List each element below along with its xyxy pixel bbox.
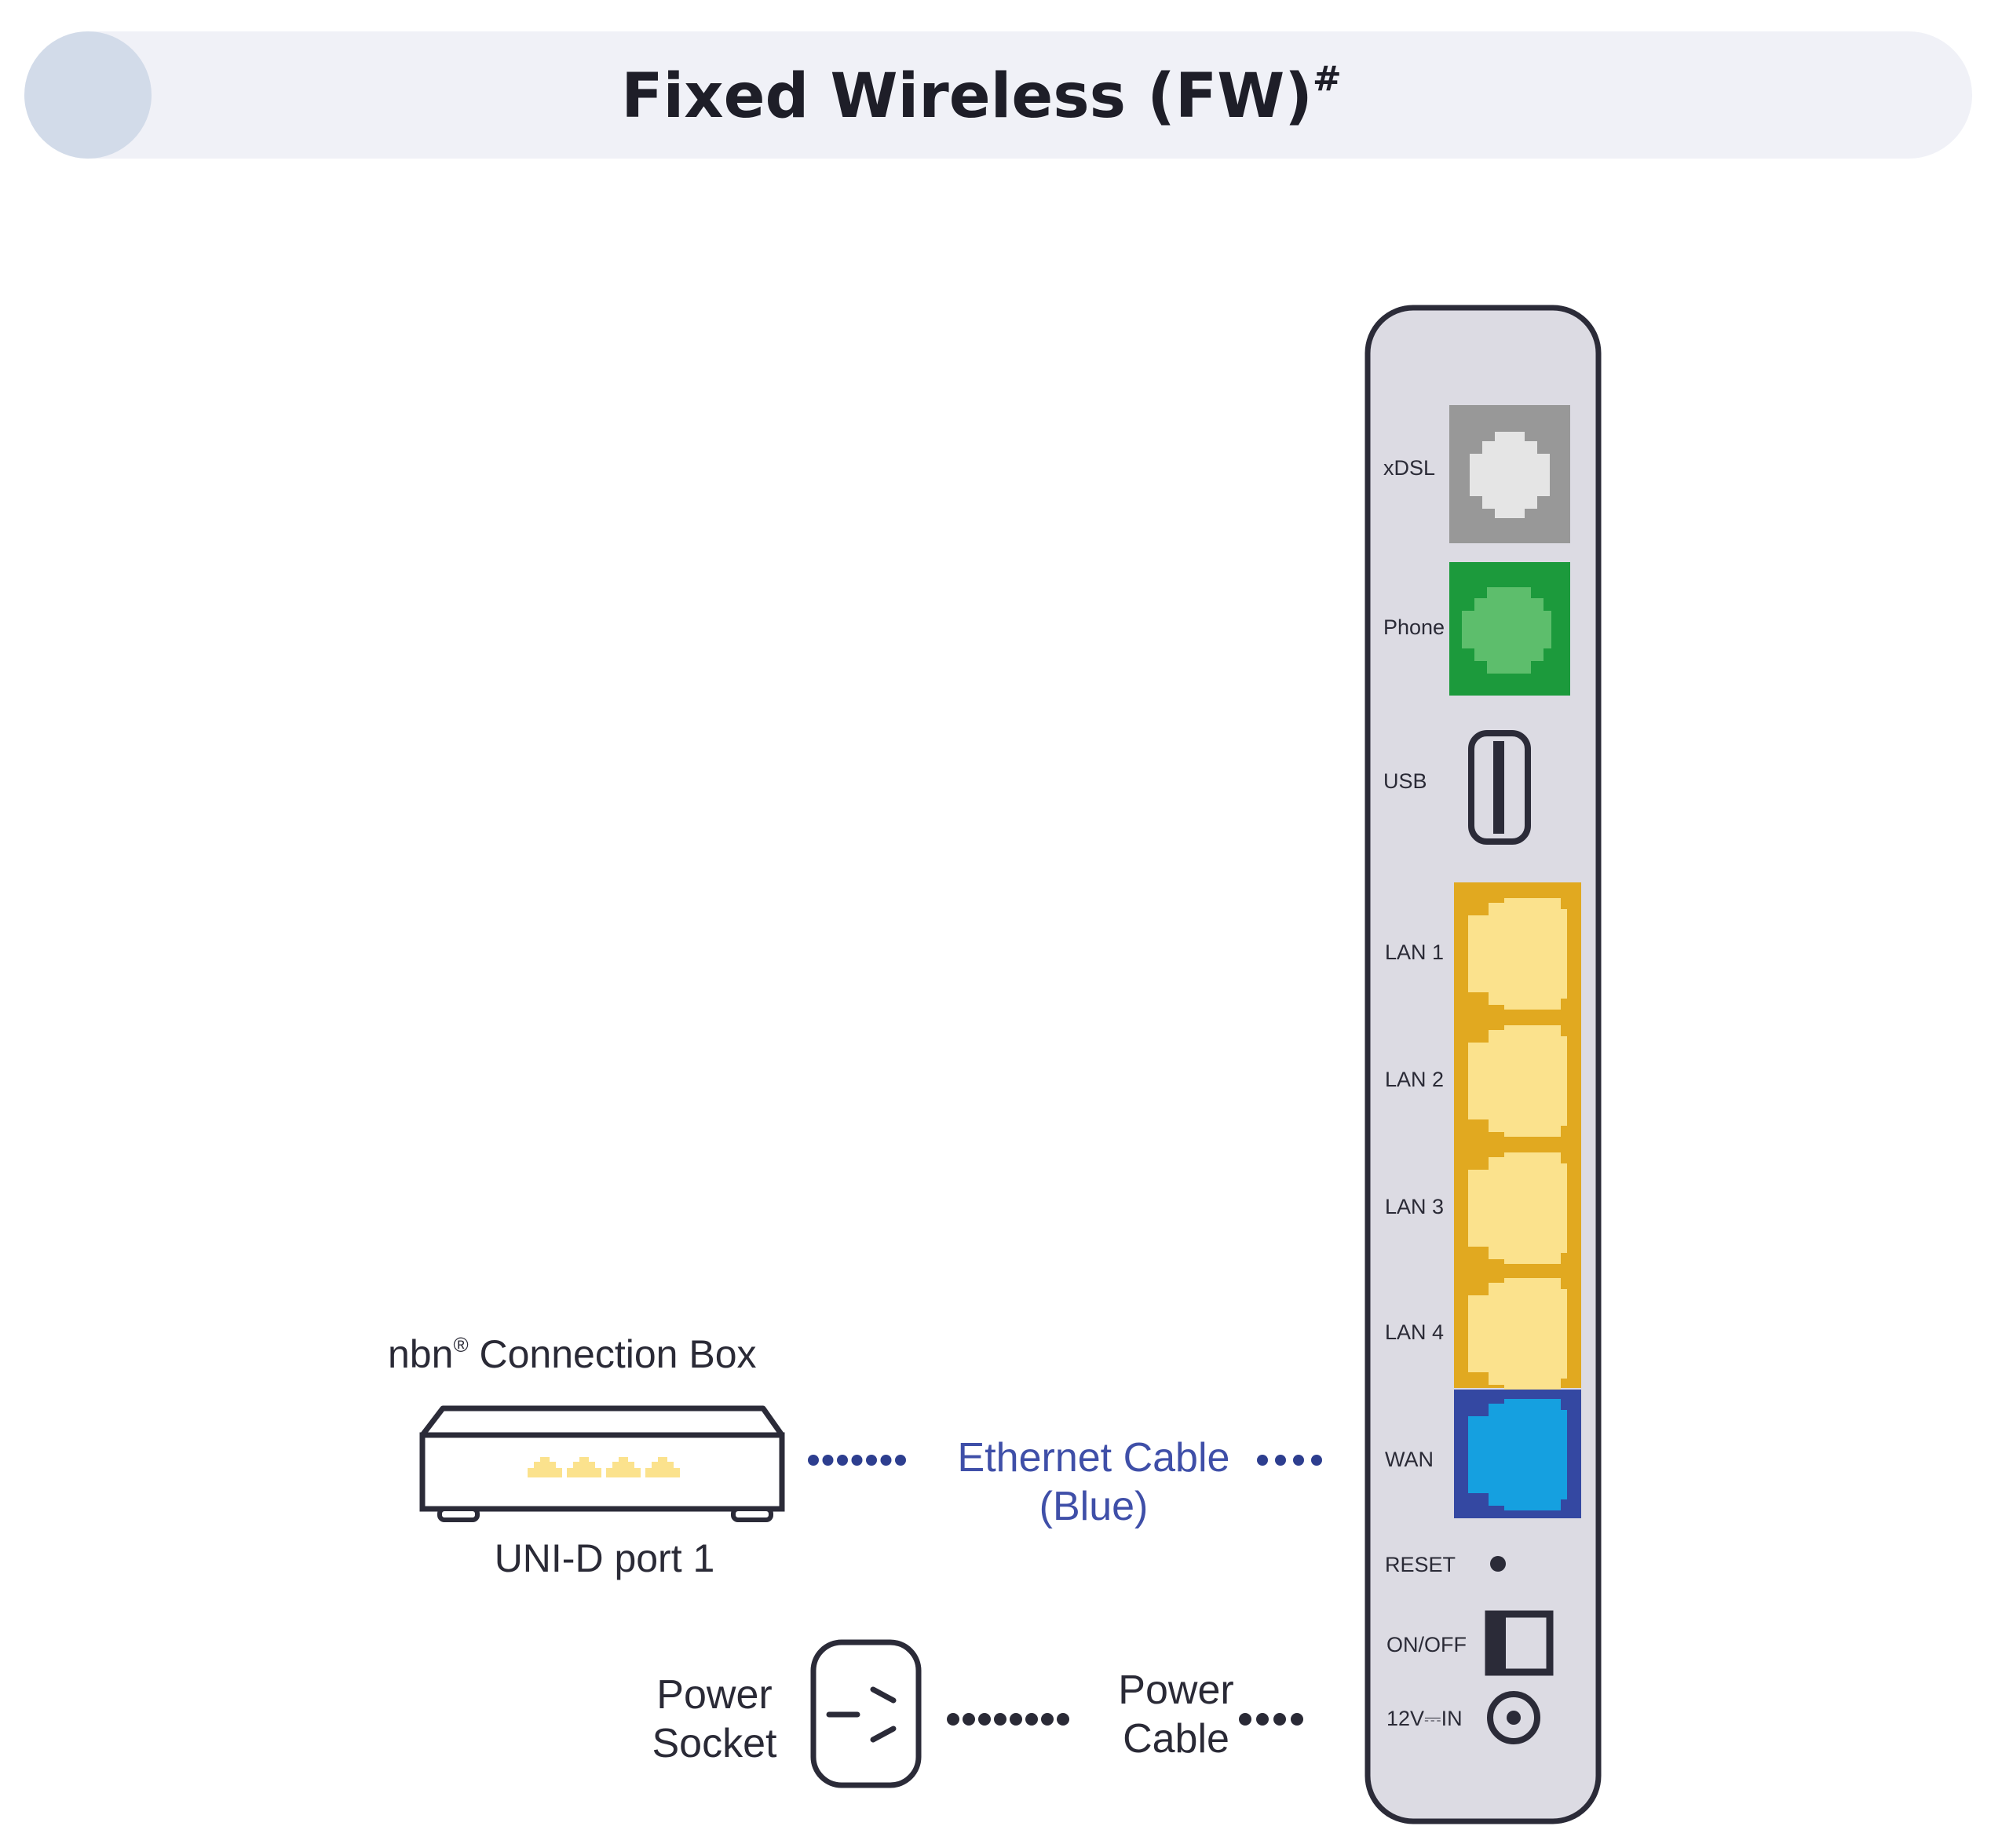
power-in-pin-icon <box>1507 1711 1521 1725</box>
lan2-port-label: LAN 2 <box>1385 1068 1444 1091</box>
page-title-superscript: # <box>1313 59 1342 99</box>
lan4-port-label: LAN 4 <box>1385 1320 1444 1344</box>
router: xDSL Phone USB LAN 1 LAN 2 LAN 3 LAN 4 W… <box>1364 305 1602 1824</box>
power-socket-label-line2: Socket <box>652 1721 778 1766</box>
header-background <box>25 31 1972 159</box>
connection-box-body <box>419 1432 785 1512</box>
ethernet-cable-dot <box>1275 1455 1286 1466</box>
power-cable-label-line1: Power <box>1118 1667 1233 1713</box>
power-in-label: 12V⎓IN <box>1386 1707 1463 1730</box>
ethernet-cable-dot <box>895 1455 906 1466</box>
power-cable: Power Cable <box>947 1667 1303 1762</box>
power-cable-dot <box>978 1713 991 1726</box>
power-cable-dot <box>1041 1713 1054 1726</box>
power-cable-dot <box>947 1713 959 1726</box>
lan3-port-label: LAN 3 <box>1385 1195 1444 1218</box>
phone-socket-icon <box>1462 587 1551 674</box>
power-socket-label-line1: Power <box>656 1672 772 1718</box>
power-cable-dots-left <box>947 1713 1069 1726</box>
power-switch[interactable] <box>1485 1610 1554 1676</box>
connection-box-name: Connection Box <box>469 1332 757 1376</box>
ethernet-cable-dot <box>880 1455 892 1466</box>
ethernet-cable-dot <box>808 1455 819 1466</box>
ethernet-cable: Ethernet Cable (Blue) <box>808 1435 1322 1529</box>
ethernet-cable-dot <box>822 1455 834 1466</box>
wan-port-label: WAN <box>1385 1448 1434 1471</box>
usb-port-label: USB <box>1383 769 1427 793</box>
power-cable-dots-right <box>1239 1713 1303 1726</box>
power-cable-dot <box>963 1713 975 1726</box>
power-cable-label-line2: Cable <box>1123 1716 1229 1762</box>
uni-d-port-label: UNI-D port 1 <box>495 1536 715 1580</box>
ethernet-cable-dot <box>1257 1455 1268 1466</box>
reset-button[interactable] <box>1490 1556 1506 1572</box>
reset-label: RESET <box>1385 1553 1456 1576</box>
header-circle-icon <box>24 31 152 159</box>
phone-port-label: Phone <box>1383 615 1445 639</box>
connection-box-brand: nbn <box>388 1332 453 1376</box>
power-socket: Power Socket <box>652 1639 922 1788</box>
xdsl-socket-icon <box>1470 432 1550 518</box>
ethernet-cable-dots-left <box>808 1455 906 1466</box>
power-cable-dot <box>1010 1713 1022 1726</box>
power-cable-dot <box>1256 1713 1269 1726</box>
power-socket-outlet-icon <box>810 1639 922 1788</box>
power-socket-slot-bottom <box>870 1726 897 1743</box>
power-cable-dot <box>994 1713 1006 1726</box>
usb-connector-icon <box>1493 741 1504 834</box>
ethernet-cable-dot <box>866 1455 877 1466</box>
ethernet-cable-label: Ethernet Cable <box>958 1435 1230 1481</box>
power-in-port[interactable] <box>1487 1691 1540 1744</box>
header-banner: Fixed Wireless (FW)# <box>24 31 1972 159</box>
power-cable-dot <box>1239 1713 1251 1726</box>
connection-box-foot-left <box>437 1507 480 1522</box>
connection-box-title: nbn® Connection Box <box>388 1332 757 1376</box>
power-cable-dot <box>1025 1713 1038 1726</box>
lan1-port-label: LAN 1 <box>1385 940 1444 964</box>
power-cable-dot <box>1273 1713 1286 1726</box>
connection-box: nbn® Connection Box UNI-D port 1 <box>388 1332 785 1580</box>
page-title-text: Fixed Wireless (FW) <box>621 61 1313 132</box>
ethernet-cable-dot <box>837 1455 848 1466</box>
connection-box-top <box>420 1405 784 1437</box>
ethernet-cable-dot <box>1293 1455 1304 1466</box>
xdsl-port-label: xDSL <box>1383 456 1435 480</box>
power-cable-dot <box>1057 1713 1069 1726</box>
ethernet-cable-dot <box>851 1455 863 1466</box>
ethernet-cable-dots-right <box>1257 1455 1322 1466</box>
power-switch-toggle-icon <box>1490 1617 1506 1669</box>
ethernet-cable-color-label: (Blue) <box>1039 1484 1149 1529</box>
power-socket-slot-top <box>870 1686 897 1704</box>
connection-box-foot-right <box>731 1507 773 1522</box>
power-cable-dot <box>1291 1713 1303 1726</box>
page-title: Fixed Wireless (FW)# <box>621 59 1342 132</box>
ethernet-cable-dot <box>1311 1455 1322 1466</box>
connection-box-brand-mark: ® <box>453 1333 468 1357</box>
onoff-label: ON/OFF <box>1386 1633 1467 1656</box>
